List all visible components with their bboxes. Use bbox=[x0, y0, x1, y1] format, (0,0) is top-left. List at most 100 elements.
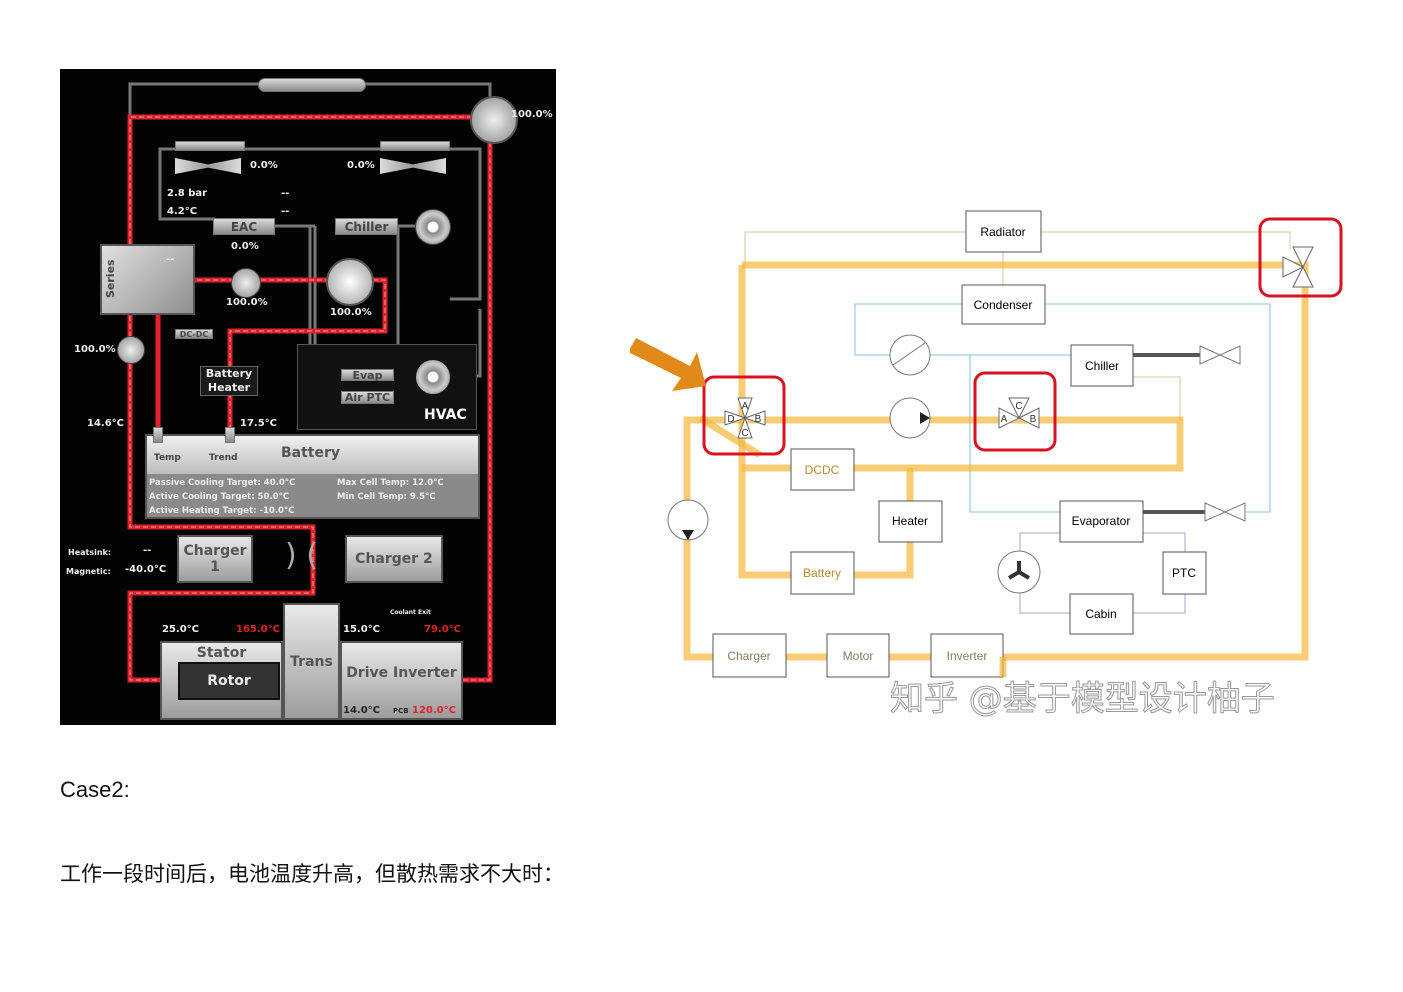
radiator-valve-pct: 100.0% bbox=[511, 109, 553, 120]
fan-left-pct: 0.0% bbox=[250, 160, 278, 171]
motor-box: Motor bbox=[826, 633, 890, 678]
chiller-box: Chiller bbox=[335, 218, 398, 235]
heatsink-label: Heatsink: bbox=[68, 548, 112, 557]
air-ptc-box: Air PTC bbox=[341, 391, 394, 404]
dcdc-box: DC-DC bbox=[175, 329, 213, 339]
inverter-temp: 15.0°C bbox=[343, 624, 381, 635]
charger-box: Charger bbox=[712, 633, 787, 678]
rotor-box: Rotor bbox=[178, 662, 280, 700]
arrow-icon bbox=[630, 338, 706, 391]
pcb-label: PCB bbox=[393, 707, 409, 715]
battery-cell-temps: Max Cell Temp: 12.0°C Min Cell Temp: 9.5… bbox=[337, 478, 444, 502]
svg-text:Charger: Charger bbox=[727, 649, 770, 663]
series-valve-box: Series -- bbox=[100, 244, 195, 315]
inverter-low-temp: 14.0°C bbox=[343, 705, 381, 716]
compressor-icon bbox=[415, 209, 451, 245]
pump1-pct: 100.0% bbox=[226, 297, 268, 308]
svg-text:Battery: Battery bbox=[803, 566, 841, 580]
thin-lines bbox=[744, 231, 1291, 420]
pump-icon bbox=[117, 336, 145, 364]
trans-box: Trans bbox=[283, 603, 340, 720]
temp-sensor bbox=[153, 427, 163, 443]
battery-heater-box: Battery Heater bbox=[200, 366, 258, 396]
condenser-left bbox=[175, 141, 245, 151]
charger2-box: Charger 2 bbox=[345, 535, 443, 583]
svg-text:Condenser: Condenser bbox=[974, 298, 1033, 312]
fan-left-icon bbox=[175, 158, 241, 174]
thermal-ui-image: 100.0% 0.0% 0.0% 2.8 bar 4.2°C -- -- EAC… bbox=[60, 69, 556, 725]
svg-text:Chiller: Chiller bbox=[1085, 359, 1119, 373]
svg-text:B: B bbox=[755, 414, 762, 425]
inverter-box: Inverter bbox=[930, 633, 1004, 678]
svg-text:A: A bbox=[1001, 414, 1008, 425]
expansion-valve-icon bbox=[1204, 502, 1246, 522]
four-way-valve-icon: A B C D bbox=[724, 397, 766, 439]
trend-temp: 17.5°C bbox=[240, 418, 278, 429]
hvac-label: HVAC bbox=[424, 407, 467, 423]
trend-sensor bbox=[225, 427, 235, 443]
pump2-pct: 100.0% bbox=[74, 344, 116, 355]
description-text: 工作一段时间后，电池温度升高，但散热需求不大时： bbox=[60, 862, 564, 886]
svg-text:Inverter: Inverter bbox=[947, 649, 988, 663]
battery-trend-label: Trend bbox=[209, 453, 238, 463]
stator-label: Stator bbox=[196, 645, 247, 661]
refrigerant-temp: 4.2°C bbox=[167, 206, 198, 217]
dash-1: -- bbox=[281, 188, 290, 199]
series-label: Series bbox=[104, 259, 117, 298]
pressure: 2.8 bar bbox=[167, 188, 208, 199]
refrigerant-lines bbox=[854, 303, 1271, 513]
radiator-box: Radiator bbox=[965, 210, 1042, 253]
eac-pct: 0.0% bbox=[231, 241, 259, 252]
drive-inverter-box: Drive Inverter bbox=[340, 641, 463, 720]
case-heading: Case2: bbox=[60, 777, 130, 802]
charger-link-icon: ) ( bbox=[285, 538, 318, 573]
coolant-exit-value: 79.0°C bbox=[424, 624, 462, 635]
battery-temp-label: Temp bbox=[154, 453, 181, 463]
battery-panel: Temp Trend Battery Passive Cooling Targe… bbox=[145, 434, 480, 519]
pump-icon bbox=[231, 268, 261, 298]
charger1-box: Charger 1 bbox=[177, 535, 253, 583]
svg-text:A: A bbox=[742, 401, 749, 412]
compressor-icon bbox=[889, 334, 931, 376]
svg-text:DCDC: DCDC bbox=[805, 463, 840, 477]
stator-temp: 25.0°C bbox=[162, 624, 200, 635]
svg-text:Evaporator: Evaporator bbox=[1072, 514, 1131, 528]
fan-right-icon bbox=[380, 158, 446, 174]
schematic-diagram: Radiator Condenser Chiller DCDC Heater E… bbox=[630, 210, 1343, 720]
hvac-box: Evap Air PTC HVAC bbox=[297, 344, 477, 430]
three-way-valve-icon bbox=[1282, 246, 1314, 288]
series-value: -- bbox=[166, 254, 175, 265]
pump-big-pct: 100.0% bbox=[330, 307, 372, 318]
svg-text:D: D bbox=[727, 414, 734, 425]
coolant-exit-label: Coolant Exit bbox=[390, 609, 431, 616]
svg-text:Heater: Heater bbox=[892, 514, 928, 528]
battery-title: Battery bbox=[281, 445, 341, 461]
inlet-temp: 14.6°C bbox=[87, 418, 125, 429]
highlight-boxes bbox=[702, 217, 1343, 456]
svg-text:Motor: Motor bbox=[843, 649, 874, 663]
valve-circle-icon bbox=[326, 258, 374, 306]
magnetic-value: -40.0°C bbox=[125, 564, 167, 575]
expansion-valve-icon bbox=[1199, 345, 1241, 365]
eac-box: EAC bbox=[213, 218, 275, 235]
stator-max-temp: 165.0°C bbox=[236, 624, 280, 635]
pcb-value: 120.0°C bbox=[412, 705, 456, 716]
svg-text:PTC: PTC bbox=[1172, 566, 1196, 580]
svg-text:Cabin: Cabin bbox=[1085, 607, 1116, 621]
battery-targets: Passive Cooling Target: 40.0°C Active Co… bbox=[149, 478, 296, 516]
svg-text:C: C bbox=[1015, 401, 1022, 412]
heatsink-value: -- bbox=[143, 545, 152, 556]
svg-text:C: C bbox=[741, 428, 748, 439]
evaporator-box: Evaporator bbox=[1059, 500, 1144, 543]
chiller-box: Chiller bbox=[1070, 344, 1134, 387]
svg-text:B: B bbox=[1030, 414, 1037, 425]
condenser-right bbox=[380, 141, 450, 151]
blower-icon bbox=[416, 360, 450, 394]
fan-right-pct: 0.0% bbox=[347, 160, 375, 171]
evap-box: Evap bbox=[341, 369, 394, 382]
ptc-box: PTC bbox=[1162, 551, 1207, 595]
dash-2: -- bbox=[281, 206, 290, 217]
dcdc-box: DCDC bbox=[790, 448, 855, 491]
radiator-valve-icon bbox=[470, 96, 518, 144]
battery-box: Battery bbox=[790, 551, 855, 595]
